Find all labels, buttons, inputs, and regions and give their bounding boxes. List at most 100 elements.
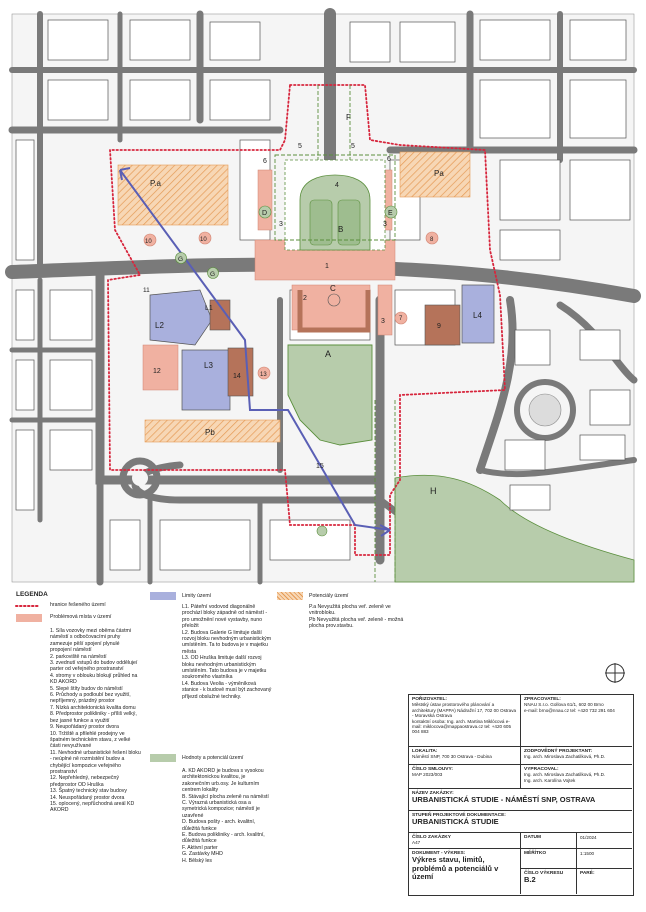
- scale-label: MĚŘÍTKO: [524, 851, 547, 856]
- legend-boundary: hranice řešeného území: [50, 602, 106, 608]
- kd-akord-building: [287, 344, 373, 446]
- stage-cell: STUPEŇ PROJEKTOVÉ DOKUMENTACE: URBANISTI…: [409, 811, 632, 833]
- label-f: F: [346, 113, 351, 122]
- date-value-cell: 01/2024: [577, 833, 632, 849]
- problem-item: 1. Síla vozovky mezi oběma částmi náměst…: [50, 628, 132, 654]
- date-label-cell: DATUM: [521, 833, 577, 849]
- label-n14: 14: [233, 373, 241, 380]
- study-boundary: [107, 84, 506, 556]
- label-l2: L2: [155, 321, 164, 330]
- label-l4: L4: [473, 311, 482, 320]
- label-n3c: 3: [381, 318, 385, 325]
- order-value: URBANISTICKÁ STUDIE - NÁMĚSTÍ SNP, OSTRA…: [412, 795, 596, 805]
- author-text: NNAU S.r.o. Gollova 61/1, 602 00 Brno: [524, 702, 604, 708]
- author-contact: e-mail: brno@nnau.cz tel: +420 732 291 6…: [524, 707, 615, 713]
- label-pa-left: P.a: [150, 179, 162, 188]
- label-n6b: 6: [387, 156, 391, 163]
- limit-item: L3. OD Hruška limituje další rozvoj blok…: [182, 655, 267, 681]
- label-pa-right: Pa: [434, 169, 444, 178]
- author-label: ZPRACOVATEL:: [524, 697, 561, 702]
- label-g1: G: [178, 256, 183, 263]
- number-cell: ČÍSLO ZAKÁZKY A47: [409, 833, 521, 849]
- agreement-label: ČÍSLO SMLOUVY:: [412, 767, 453, 772]
- label-n1: 1: [325, 263, 329, 270]
- problem-item: 15. oplocený, nepřůchodná areál KD AKORD: [50, 800, 135, 814]
- problem-item: 8. Předprostor polikliniky - příliš velk…: [50, 711, 137, 724]
- number-value: A47: [412, 840, 421, 846]
- legend-problem-title: Problémová místa v území: [50, 614, 112, 620]
- stage-label: STUPEŇ PROJEKTOVÉ DOKUMENTACE:: [412, 813, 506, 818]
- label-n13: 13: [260, 372, 267, 378]
- doc-label: DOKUMENT - VÝKRES:: [412, 851, 466, 856]
- legend-problem-swatch: [16, 614, 42, 622]
- label-n5a: 5: [298, 143, 302, 150]
- forest-area-h: [394, 474, 635, 583]
- sheet-cell: ČÍSLO VÝKRESU B.2: [521, 869, 577, 894]
- square-green-b: [284, 159, 386, 251]
- copy-label: PARÉ:: [580, 871, 595, 876]
- scale-value-cell: 1:1500: [577, 849, 632, 869]
- problem-item: 3. zvednutí vstupů do budov oddělujeí pa…: [50, 660, 138, 673]
- legend-limit-list: L1. Páteřní vodovod diagonálně prochází …: [182, 604, 272, 700]
- potential-areas: [117, 151, 471, 443]
- legend-value-title: Hodnoty a potenciál území: [182, 755, 244, 761]
- label-h: H: [430, 486, 437, 496]
- client-label: POŘIZOVATEL:: [412, 697, 447, 702]
- urban-plan-map: P.a Pa F E D B C A G G H Pb L1 L2 L3 L4 …: [5, 8, 641, 586]
- label-b: B: [338, 225, 343, 234]
- copy-cell: PARÉ:: [577, 869, 632, 894]
- legend-limit-title: Limity území: [182, 593, 212, 599]
- agreement-value: MAP 2023/003: [412, 772, 443, 778]
- label-n11: 11: [143, 287, 150, 294]
- drawn-cell: VYPRACOVAL: Ing. arch. Miroslava Zachati…: [521, 765, 632, 789]
- label-n12: 12: [153, 368, 161, 375]
- doc-value: Výkres stavu, limitů, problémů a potenci…: [412, 855, 499, 882]
- doc-cell: DOKUMENT - VÝKRES: Výkres stavu, limitů,…: [409, 849, 521, 894]
- drawn-value: Ing. arch. Karolína Vojtek: [524, 777, 576, 783]
- legend-limit-swatch: [150, 592, 176, 600]
- problem-item: 12. Nepřehledný, nebezpečný předprostor …: [50, 775, 119, 788]
- label-c: C: [330, 284, 336, 293]
- north-arrow-icon: [605, 663, 625, 683]
- problem-item: 7. Nízká architektonická kvalita domu: [50, 704, 136, 711]
- order-label: NÁZEV ZAKÁZKY:: [412, 791, 454, 796]
- label-n7: 7: [399, 316, 403, 322]
- problem-item: 13. Špatný technický stav budovy: [50, 788, 127, 795]
- problem-item: 6. Průchody a podloubí bez využití, nepř…: [50, 692, 131, 705]
- limit-buildings: [149, 284, 495, 411]
- waterline-arrow: [119, 167, 391, 537]
- roundabouts: [119, 379, 576, 499]
- value-item: C. Výrazná urbanistická osa a symetrická…: [182, 800, 260, 819]
- drawn-value: Ing. arch. Miroslava Zachatilková, Ph.D.: [524, 772, 606, 778]
- legend-column-problems: LEGENDA: [16, 591, 136, 598]
- problem-item: 10. Tržiště a přilehlé prodejny ve špatn…: [50, 730, 131, 750]
- problem-areas: [142, 169, 396, 391]
- value-item: E. Budova polikliniky - arch. kvalitní, …: [182, 832, 265, 845]
- chief-cell: ZODPOVĚDNÝ PROJEKTANT: Ing. arch. Mirosl…: [521, 747, 632, 765]
- label-pb: Pb: [205, 428, 215, 437]
- legend-potential-list: P.a Nevyužitá plocha veř. zeleně ve vnit…: [309, 604, 404, 630]
- label-g2: G: [210, 271, 215, 278]
- author-cell: ZPRACOVATEL: NNAU S.r.o. Gollova 61/1, 6…: [521, 695, 632, 747]
- label-l3: L3: [204, 361, 213, 370]
- problem-item: 5. Slepé štíty budov do náměstí: [50, 685, 123, 692]
- client-contact: kontaktní osoba: Ing. arch. Martina Mikl…: [412, 718, 512, 735]
- scale-label-cell: MĚŘÍTKO: [521, 849, 577, 869]
- legend-boundary-swatch: [15, 603, 41, 609]
- locality-value: Náměstí SNP, 700 30 Ostrava - Dubina: [412, 754, 492, 760]
- label-n5b: 5: [351, 143, 355, 150]
- label-n8: 8: [430, 237, 434, 243]
- sheet-value: B.2: [524, 875, 536, 885]
- limit-item: L4. Budova Veolia - výměníková stanice -…: [182, 680, 272, 700]
- legend-potential-swatch: [277, 592, 303, 600]
- value-item: G. Zastávky MHD: [182, 851, 223, 858]
- limit-item: L2. Budova Galerie G limituje další rozv…: [182, 629, 272, 655]
- chief-value: Ing. arch. Miroslava Zachatilková, Ph.D.: [524, 754, 606, 760]
- label-a: A: [325, 349, 331, 359]
- label-l1: L1: [205, 305, 213, 312]
- date-value: 01/2024: [580, 835, 597, 840]
- locality-label: LOKALITA:: [412, 749, 438, 754]
- chief-label: ZODPOVĚDNÝ PROJEKTANT:: [524, 749, 593, 754]
- number-label: ČÍSLO ZAKÁZKY: [412, 835, 451, 840]
- client-cell: POŘIZOVATEL: Městský ústav prostorového …: [409, 695, 521, 747]
